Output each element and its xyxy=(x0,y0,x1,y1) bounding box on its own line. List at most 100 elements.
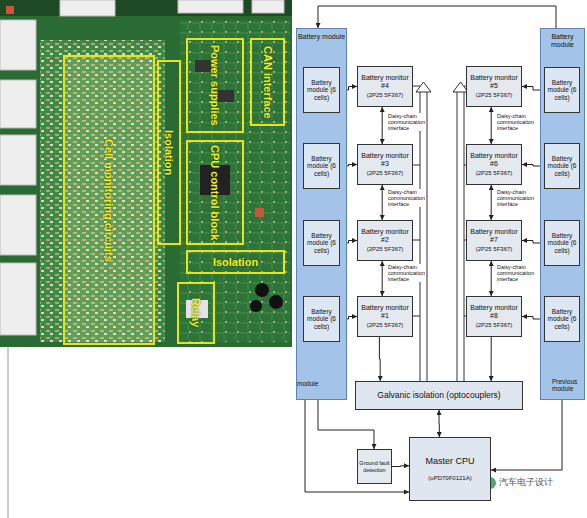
pcb-region: CAN interface xyxy=(250,38,285,126)
pcb-region: Relay xyxy=(177,282,215,344)
edge-label: Daisy-chain communication interface xyxy=(388,189,426,207)
chip xyxy=(195,60,211,72)
edge-label: Daisy-chain communication interface xyxy=(497,264,537,282)
battery-monitor-box: Battery monitor #8 (2P25 5F367) xyxy=(466,296,522,337)
node-text: Battery module (6 cells) xyxy=(304,155,339,177)
battery-module-box: Battery module (6 cells) xyxy=(303,220,340,266)
node-text: Battery module (6 cells) xyxy=(545,79,579,101)
node-text: Battery monitor #2 xyxy=(358,228,412,244)
battery-module-box: Battery module (6 cells) xyxy=(303,296,340,342)
connector xyxy=(491,107,492,144)
edge-label: Daisy-chain communication interface xyxy=(497,113,537,131)
edge-label: Daisy-chain communication interface xyxy=(388,264,426,282)
connector xyxy=(382,261,383,296)
pcb-traces xyxy=(180,20,290,342)
capacitor xyxy=(255,283,269,297)
battery-monitor-box: Battery monitor #7 (2P25 5F367) xyxy=(466,220,522,261)
node-text: (2P25 5F367) xyxy=(367,322,404,329)
battery-module-box: Battery module (6 cells) xyxy=(544,220,580,266)
corner-marker xyxy=(255,208,264,217)
battery-module-box: Battery module (6 cells) xyxy=(544,296,580,342)
battery-monitor-box: Battery monitor #4(2P25 5F367) xyxy=(357,66,413,107)
node-text: Battery module (6 cells) xyxy=(545,232,579,254)
connector xyxy=(0,263,36,335)
previous-module-wire xyxy=(491,400,562,470)
node-text: Battery monitor #3 xyxy=(358,152,412,168)
frame-line xyxy=(8,347,9,518)
node-text: Battery module (6 cells) xyxy=(304,308,339,330)
node-text: (2P25 5F367) xyxy=(367,246,404,253)
connector xyxy=(382,185,383,220)
node-text: CPU control block xyxy=(209,145,222,240)
node-text: Battery monitor #6 xyxy=(467,152,521,168)
battery-module-box: Battery module (6 cells) xyxy=(303,67,340,113)
node-text: Master CPU xyxy=(425,456,474,466)
connector xyxy=(382,107,383,144)
node-text: (2P25 5F367) xyxy=(476,170,513,177)
node-text: Battery monitor #4 xyxy=(358,74,412,90)
node-text: Relay xyxy=(190,298,203,327)
node-text: Battery module (6 cells) xyxy=(304,79,339,101)
connector xyxy=(392,465,409,467)
edge-label: Daisy-chain communication interface xyxy=(388,113,426,131)
connector xyxy=(178,0,243,13)
bus-line xyxy=(420,92,427,381)
node-text: (uPD70F0121A) xyxy=(428,475,471,482)
connector xyxy=(491,337,492,381)
note-label: module xyxy=(297,380,327,387)
connector xyxy=(0,135,36,185)
node-text: Cell monitoring circuits xyxy=(103,139,116,262)
node-text: Battery module xyxy=(298,33,345,41)
connector xyxy=(0,20,36,70)
node-text: (2P25 5F367) xyxy=(476,322,513,329)
connector xyxy=(60,0,115,16)
pcb-region: Isolation xyxy=(186,250,285,274)
corner-marker xyxy=(6,6,14,14)
node-text: Battery module xyxy=(541,33,584,49)
battery-monitor-box: Battery monitor #6 (2P25 5F367) xyxy=(466,144,522,185)
node-text: Battery monitor #7 xyxy=(467,228,521,244)
pcb-region: Cell monitoring circuits xyxy=(63,55,155,345)
node-text: Isolation xyxy=(163,130,176,175)
connector xyxy=(0,195,36,255)
node-text: (2P25 5F367) xyxy=(367,170,404,177)
pcb-region: Isolation xyxy=(157,60,181,245)
ground-fault-box: Ground fault detection xyxy=(357,449,392,484)
battery-band: Battery moduleBattery module (6 cells) Ba… xyxy=(540,28,585,400)
bus-arrow xyxy=(416,82,431,92)
battery-module-box: Battery module (6 cells) xyxy=(544,143,580,189)
battery-module-box: Battery module (6 cells) xyxy=(303,143,340,189)
capacitor xyxy=(250,300,262,312)
node-text: Ground fault detection xyxy=(358,460,391,473)
node-text: (2P25 5F367) xyxy=(476,92,513,99)
node-text: (2P25 5F367) xyxy=(476,246,513,253)
battery-monitor-box: Battery monitor #1 (2P25 5F367) xyxy=(357,296,413,337)
bus-line xyxy=(457,92,464,381)
node-text: Power supplies xyxy=(209,45,222,126)
connector xyxy=(252,0,284,13)
battery-module-box: Battery module (6 cells) xyxy=(544,67,580,113)
connector xyxy=(491,185,492,220)
watermark: 汽车电子设计 xyxy=(499,478,579,488)
isolation-box: Galvanic isolation (optocouplers) xyxy=(355,381,523,410)
cpu-box: Master CPU (uPD70F0121A) xyxy=(409,437,491,501)
pcb-region: CPU control block xyxy=(186,140,244,245)
node-text: Battery monitor #8 xyxy=(467,304,521,320)
pcb-region: Power supplies xyxy=(186,38,244,133)
node-text: Isolation xyxy=(213,256,258,269)
loop-wire xyxy=(318,6,556,28)
pcb-edge xyxy=(0,0,292,16)
battery-monitor-box: Battery monitor #5 (2P25 5F367) xyxy=(466,66,522,107)
connector xyxy=(0,80,36,128)
node-text: Battery monitor #1 xyxy=(358,304,412,320)
node-text: Battery monitor #5 xyxy=(467,74,521,90)
node-text: Battery module (6 cells) xyxy=(545,155,579,177)
module-wire xyxy=(305,400,409,492)
connector xyxy=(379,337,381,381)
edge-label: Daisy-chain communication interface xyxy=(497,189,537,207)
note-label: Previous module xyxy=(552,378,585,392)
battery-monitor-box: Battery monitor #3 (2P25 5F367) xyxy=(357,144,413,185)
capacitor xyxy=(269,295,283,309)
connector xyxy=(439,410,440,437)
